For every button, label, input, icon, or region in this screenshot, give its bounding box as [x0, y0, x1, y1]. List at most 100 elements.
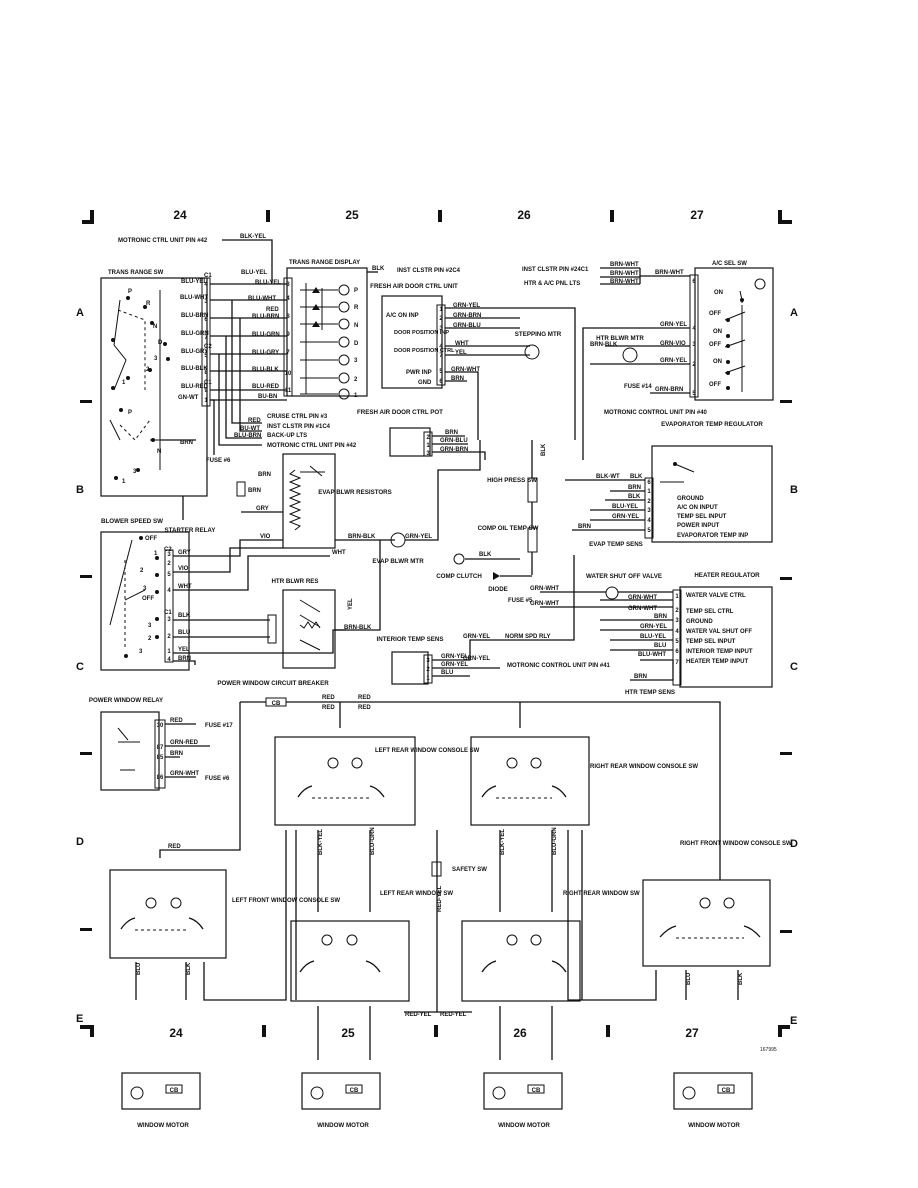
svg-text:TEMP SEL CTRL: TEMP SEL CTRL	[686, 609, 734, 615]
window-motor-left-front: CB WINDOW MOTOR	[121, 1072, 201, 1129]
svg-text:BLU: BLU	[441, 670, 453, 676]
svg-text:3: 3	[692, 342, 696, 348]
svg-text:BLK-YEL: BLK-YEL	[500, 829, 506, 855]
wire-blk-vertical-label: BLK	[541, 443, 547, 456]
inst-clstr-2c4-label: INST CLSTR PIN #2C4	[397, 268, 461, 274]
svg-text:OFF: OFF	[709, 311, 721, 317]
power-window-cb-label: POWER WINDOW CIRCUIT BREAKER	[217, 680, 329, 687]
col-label-24-bottom: 24	[169, 1026, 183, 1040]
svg-text:BLK-WT: BLK-WT	[596, 474, 620, 480]
svg-text:GRN-YEL: GRN-YEL	[660, 358, 687, 364]
htr-ac-pnl-lts-label: HTR & A/C PNL LTS	[524, 281, 580, 287]
svg-text:BLU-YEL: BLU-YEL	[241, 270, 267, 276]
power-window-relay-title: POWER WINDOW RELAY	[89, 697, 164, 704]
svg-text:BRN: BRN	[634, 674, 647, 680]
svg-text:GRN-BRN: GRN-BRN	[440, 447, 468, 453]
svg-text:FUSE #17: FUSE #17	[205, 723, 233, 729]
svg-text:C1: C1	[204, 380, 212, 386]
svg-text:BLU-GRY: BLU-GRY	[181, 349, 208, 355]
svg-text:BRN-WHT: BRN-WHT	[610, 279, 639, 285]
col-label-25-bottom: 25	[341, 1026, 355, 1040]
power-window-relay-box	[100, 711, 160, 791]
svg-text:BLK: BLK	[738, 972, 744, 985]
svg-text:BRN: BRN	[170, 751, 183, 757]
svg-text:BACK-UP LTS: BACK-UP LTS	[267, 433, 307, 439]
svg-text:GRN-BLU: GRN-BLU	[440, 438, 468, 444]
svg-text:BRN: BRN	[178, 656, 191, 662]
evap-temp-sens-label: EVAP TEMP SENS	[589, 541, 643, 548]
svg-text:TEMP SEL INPUT: TEMP SEL INPUT	[686, 639, 736, 645]
row-label-d: D	[76, 836, 84, 848]
svg-text:GRN-WHT: GRN-WHT	[451, 367, 480, 373]
svg-text:BRN: BRN	[451, 376, 464, 382]
svg-text:9: 9	[204, 388, 208, 394]
trans-range-display-box	[286, 267, 368, 397]
htr-resistor-symbol	[299, 599, 321, 651]
svg-text:11: 11	[285, 388, 292, 394]
window-motor-right-rear: CB WINDOW MOTOR	[483, 1072, 563, 1129]
stepping-mtr-symbol	[524, 344, 540, 360]
motronic-42-label: MOTRONIC CTRL UNIT PIN #42	[118, 238, 208, 244]
svg-text:OFF: OFF	[145, 536, 157, 542]
svg-text:BLU-YEL: BLU-YEL	[640, 634, 666, 640]
heater-regulator-pins: 1 2 3 4 5 6 7 WATER VALVE CTRL TEMP SEL …	[672, 589, 753, 686]
svg-text:A/C ON INP: A/C ON INP	[386, 313, 419, 319]
right-rear-console-sw: RIGHT REAR WINDOW CONSOLE SW	[470, 736, 698, 826]
svg-text:WHT: WHT	[178, 584, 192, 590]
svg-text:3: 3	[204, 299, 208, 305]
blower-sw-internals: OFF 1 2 3 OFF 3 2 3	[109, 536, 159, 658]
svg-text:WATER VALVE CTRL: WATER VALVE CTRL	[686, 593, 746, 599]
svg-text:GRN-YEL: GRN-YEL	[463, 634, 490, 640]
svg-text:4: 4	[167, 588, 171, 594]
svg-text:YEL: YEL	[455, 350, 467, 356]
trans-display-connector: 3 4 8 9 7 10 11	[283, 277, 293, 397]
svg-text:85: 85	[157, 755, 164, 761]
svg-text:P: P	[128, 410, 132, 416]
svg-text:EVAPORATOR TEMP INP: EVAPORATOR TEMP INP	[677, 533, 748, 539]
svg-text:1: 1	[675, 594, 679, 600]
svg-text:BRN: BRN	[578, 524, 591, 530]
svg-text:87: 87	[157, 745, 164, 751]
svg-text:BRN: BRN	[180, 440, 193, 446]
column-labels-bottom: 24 25 26 27	[169, 1026, 699, 1040]
htr-blwr-mtr-label: HTR BLWR MTR	[596, 335, 644, 342]
fresh-air-pot-box	[389, 427, 431, 457]
svg-text:3: 3	[675, 618, 679, 624]
svg-text:BLU-GRN: BLU-GRN	[252, 332, 280, 338]
svg-text:GRN-YEL: GRN-YEL	[660, 322, 687, 328]
svg-text:RED: RED	[170, 718, 183, 724]
svg-text:D: D	[158, 340, 163, 346]
wire-htr-yel-label: YEL	[348, 598, 354, 610]
svg-text:WATER VAL SHUT OFF: WATER VAL SHUT OFF	[686, 629, 752, 635]
power-window-main-wires: RED RED RED RED RED	[159, 695, 721, 880]
svg-text:6: 6	[647, 480, 651, 486]
trans-display-lamps	[300, 283, 350, 400]
svg-text:VIO: VIO	[260, 534, 271, 540]
svg-text:GRN-WHT: GRN-WHT	[628, 606, 657, 612]
row-label-e: E	[76, 1013, 83, 1025]
svg-text:OFF: OFF	[142, 596, 154, 602]
diode-symbol	[493, 572, 500, 580]
fresh-air-pot-title: FRESH AIR DOOR CTRL POT	[357, 409, 443, 416]
trans-sw-connector: 4 3 6 7 5 8 9 1 C1 C2 C1	[201, 273, 212, 407]
svg-text:1: 1	[354, 393, 358, 399]
evap-temp-regulator-title: EVAPORATOR TEMP REGULATOR	[661, 421, 763, 428]
evap-regulator-wires: BLK-WT BLK BRN BLK BLU-YEL GRN-YEL BRN	[565, 474, 645, 531]
svg-text:BLU-BRN: BLU-BRN	[234, 433, 261, 439]
svg-text:MOTRONIC CONTROL UNIT PIN #41: MOTRONIC CONTROL UNIT PIN #41	[507, 663, 611, 669]
svg-text:GRY: GRY	[256, 506, 269, 512]
ac-sel-wires: GRN-YEL GRN-VIO GRN-YEL BRN-BLK GRN-BRN	[582, 322, 690, 460]
svg-text:OFF: OFF	[709, 382, 721, 388]
evap-blwr-resistors-label: EVAP BLWR RESISTORS	[318, 489, 392, 496]
svg-text:3: 3	[143, 586, 147, 592]
row-labels-left: A B C D E	[76, 307, 84, 1025]
right-front-console-sw: RIGHT FRONT WINDOW CONSOLE SW	[642, 841, 792, 967]
comp-clutch-symbol	[453, 553, 465, 565]
svg-text:CB: CB	[722, 1088, 731, 1094]
svg-text:BLU-YEL: BLU-YEL	[181, 279, 207, 285]
svg-text:2: 2	[439, 316, 443, 322]
window-motor-left-rear: CB WINDOW MOTOR	[301, 1072, 381, 1129]
blower-wires: GRY VIO WHT BLK BLU YEL BRN GRY VIO WHT …	[173, 472, 346, 665]
svg-text:5: 5	[647, 528, 651, 534]
evap-resistor-symbol	[288, 465, 325, 531]
